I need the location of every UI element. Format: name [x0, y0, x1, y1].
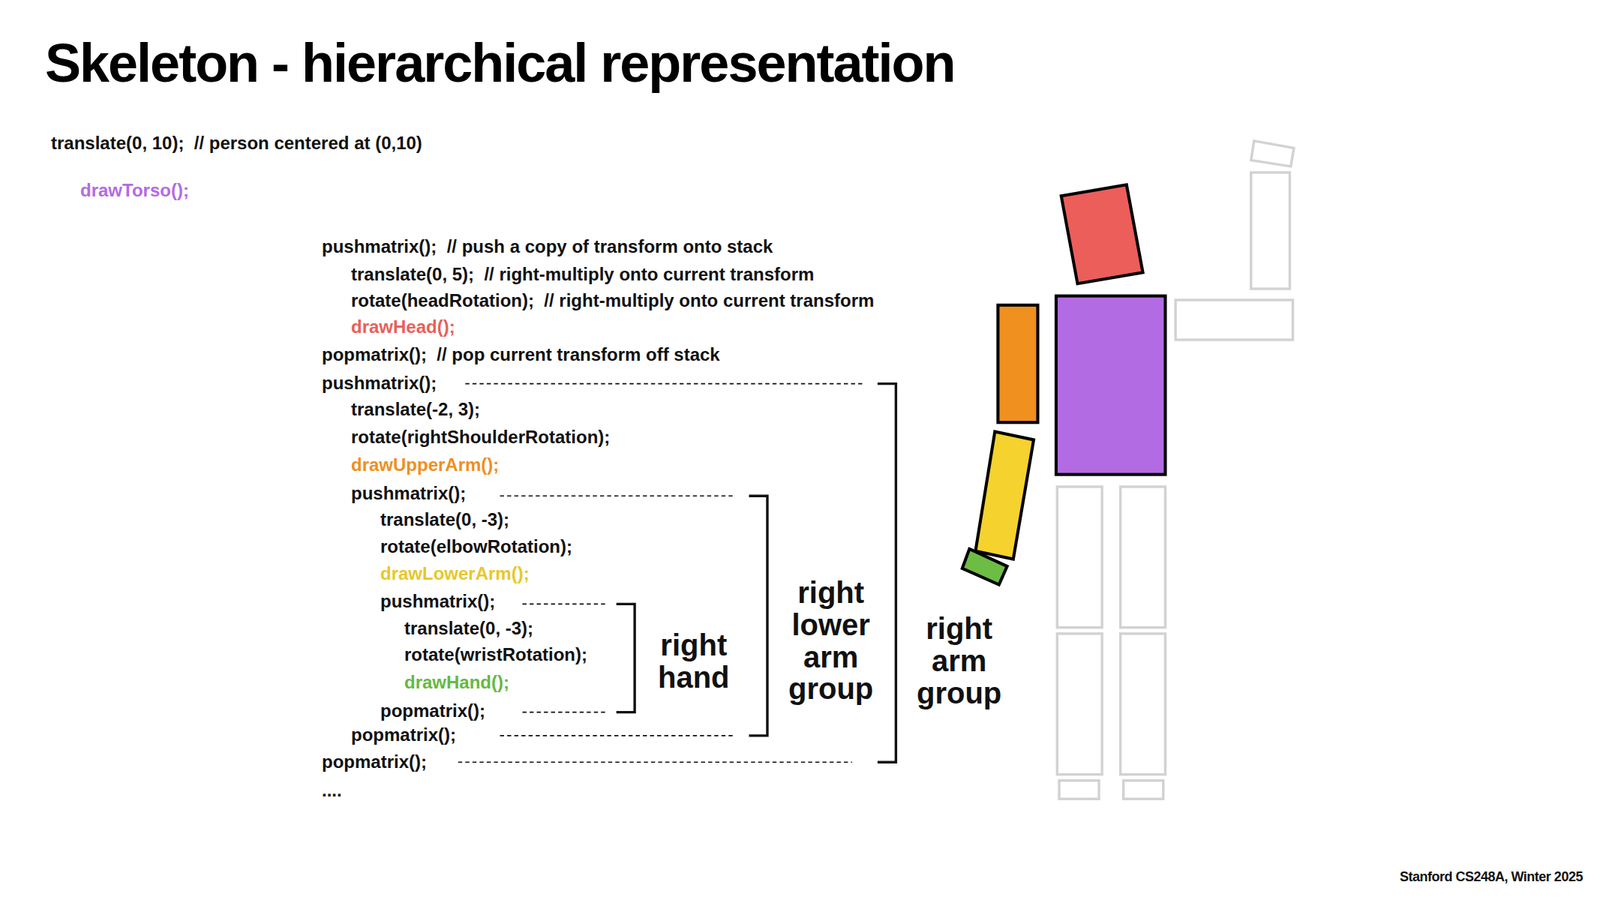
code-line: .... [320, 780, 344, 802]
code-line: pushmatrix(); [320, 372, 439, 395]
code-line: translate(0, -3); [402, 618, 535, 640]
dashed-leader [465, 383, 862, 385]
code-line: popmatrix(); // pop current transform of… [320, 344, 722, 367]
code-line: translate(0, -3); [378, 509, 511, 532]
leg-segment [1120, 486, 1166, 628]
dashed-leader [458, 761, 853, 763]
code-line: drawUpperArm(); [349, 454, 501, 477]
code-line: pushmatrix(); [378, 591, 497, 613]
code-line: rotate(wristRotation); [402, 644, 589, 667]
bracket-label: right hand [657, 629, 730, 694]
code-line: translate(0, 10); // person centered at … [49, 132, 424, 155]
code-line: drawHand(); [402, 672, 511, 694]
foot [1123, 780, 1164, 799]
code-line: popmatrix(); [378, 700, 487, 723]
left-hand [1251, 141, 1294, 167]
dashed-leader [500, 495, 736, 497]
lower-arm [975, 432, 1034, 560]
foot [1059, 780, 1099, 799]
bracket [877, 384, 896, 763]
code-line: popmatrix(); [349, 724, 458, 747]
leg-segment [1056, 486, 1102, 628]
upper-arm [997, 305, 1038, 423]
slide-title: Skeleton - hierarchical representation [45, 32, 955, 95]
code-line: rotate(headRotation); // right-multiply … [349, 290, 876, 313]
dashed-leader [500, 735, 736, 737]
leg-segment [1120, 633, 1166, 775]
footer-note: Stanford CS248A, Winter 2025 [1399, 869, 1583, 886]
dashed-leader [522, 603, 608, 606]
left-upper-arm [1175, 300, 1293, 340]
bracket-label: right lower arm group [788, 576, 874, 706]
brackets [616, 384, 897, 763]
code-line: pushmatrix(); [349, 483, 468, 505]
code-line: drawHead(); [349, 316, 457, 339]
code-line: rotate(rightShoulderRotation); [349, 426, 612, 449]
code-line: drawLowerArm(); [378, 563, 532, 586]
code-line: drawTorso(); [78, 180, 191, 202]
code-line: rotate(elbowRotation); [378, 536, 574, 559]
code-line: pushmatrix(); // push a copy of transfor… [320, 236, 775, 259]
dashed-leader [522, 711, 608, 714]
left-lower-arm [1251, 172, 1291, 289]
code-line: popmatrix(); [320, 751, 429, 774]
torso [1056, 296, 1166, 475]
bracket-label: right arm group [916, 612, 1002, 709]
hand [962, 549, 1008, 586]
leg-segment [1056, 633, 1102, 775]
bracket [616, 603, 635, 712]
code-line: translate(0, 5); // right-multiply onto … [349, 264, 816, 286]
bracket [748, 495, 767, 736]
colored-parts [962, 184, 1166, 585]
code-line: translate(-2, 3); [349, 399, 482, 421]
head [1061, 184, 1144, 284]
